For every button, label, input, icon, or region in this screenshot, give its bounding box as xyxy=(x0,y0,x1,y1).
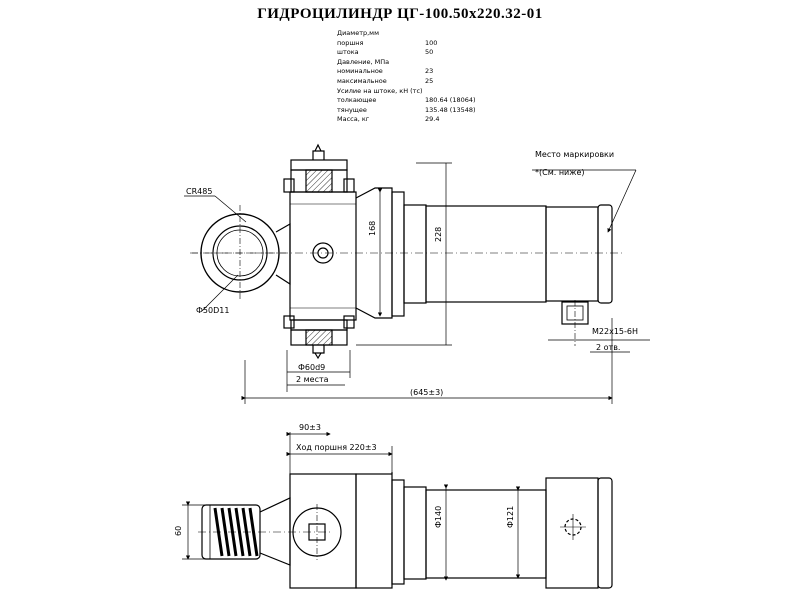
radius-label: CR485 xyxy=(186,187,212,196)
barrel-bottom xyxy=(425,489,547,579)
spec-value: 180.64 (18064) xyxy=(425,96,476,105)
rod-end-gear xyxy=(198,504,330,560)
cylinder-head-bottom xyxy=(289,473,357,589)
dia-121-label: Ф121 xyxy=(506,506,515,528)
bottom-view xyxy=(198,472,613,589)
two-holes-label: 2 отв. xyxy=(596,343,620,352)
spec-label: максимальное xyxy=(337,76,387,85)
spec-label: тянущее xyxy=(337,105,367,114)
top-view-dimensions xyxy=(184,162,650,404)
spec-row: Диаметр,мм xyxy=(337,29,477,39)
spec-value: 23 xyxy=(425,67,434,76)
spec-value: 50 xyxy=(425,48,434,57)
spec-label: Диаметр,мм xyxy=(337,29,379,37)
pin-dia-label: Ф60d9 xyxy=(298,363,325,372)
spec-label: поршня xyxy=(337,38,364,47)
top-view xyxy=(190,143,625,360)
spec-row: Усилие на штоке, кН (тс) xyxy=(337,87,477,97)
spec-row: Масса, кг 29.4 xyxy=(337,115,477,125)
dim-228-label: 228 xyxy=(434,227,443,242)
spec-label: толкающее xyxy=(337,96,377,105)
spec-value: 29.4 xyxy=(425,115,440,124)
spec-label: штока xyxy=(337,48,359,57)
overall-length-label: (645±3) xyxy=(410,388,443,397)
port-thread-label: M22x15-6H xyxy=(592,327,638,336)
marking-place-label: Место маркировки xyxy=(535,150,614,159)
see-below-label: *(См. ниже) xyxy=(535,168,585,177)
spec-row: номинальное 23 xyxy=(337,67,477,77)
spec-row: тянущее 135.48 (13548) xyxy=(337,106,477,116)
drawing-title: ГИДРОЦИЛИНДР ЦГ-100.50х220.32-01 xyxy=(257,6,543,22)
spec-row: штока 50 xyxy=(337,48,477,58)
spec-label: Усилие на штоке, кН (тс) xyxy=(337,86,423,95)
spec-value: 25 xyxy=(425,76,434,85)
top-view-labels: Место маркировки *(См. ниже) CR485 Ф50D1… xyxy=(186,150,638,397)
spec-label: Масса, кг xyxy=(337,115,370,124)
bottom-pin-lug xyxy=(283,315,355,360)
bottom-view-dimensions xyxy=(182,431,521,581)
spec-row: максимальное 25 xyxy=(337,77,477,87)
rod-eye xyxy=(192,205,288,300)
dim-168-label: 168 xyxy=(368,221,377,236)
cylinder-head xyxy=(289,191,357,321)
spec-value: 100 xyxy=(425,38,438,47)
spec-row: Давление, МПа xyxy=(337,58,477,68)
dim-90-label: 90±3 xyxy=(299,423,321,432)
eye-dia-label: Ф50D11 xyxy=(196,306,229,315)
spec-value: 135.48 (13548) xyxy=(425,105,476,114)
dia-140-label: Ф140 xyxy=(434,506,443,528)
spec-row: толкающее 180.64 (18064) xyxy=(337,96,477,106)
spec-label: номинальное xyxy=(337,67,383,76)
bottom-view-labels: 90±3 Ход поршня 220±3 60 Ф140 Ф121 xyxy=(174,423,515,536)
dim-60-label: 60 xyxy=(174,526,183,536)
top-pin-lug xyxy=(283,143,355,193)
spec-label: Давление, МПа xyxy=(337,57,390,66)
two-places-label: 2 места xyxy=(296,375,329,384)
barrel xyxy=(425,205,547,303)
piston-stroke-label: Ход поршня 220±3 xyxy=(296,443,377,452)
spec-row: поршня 100 xyxy=(337,39,477,49)
